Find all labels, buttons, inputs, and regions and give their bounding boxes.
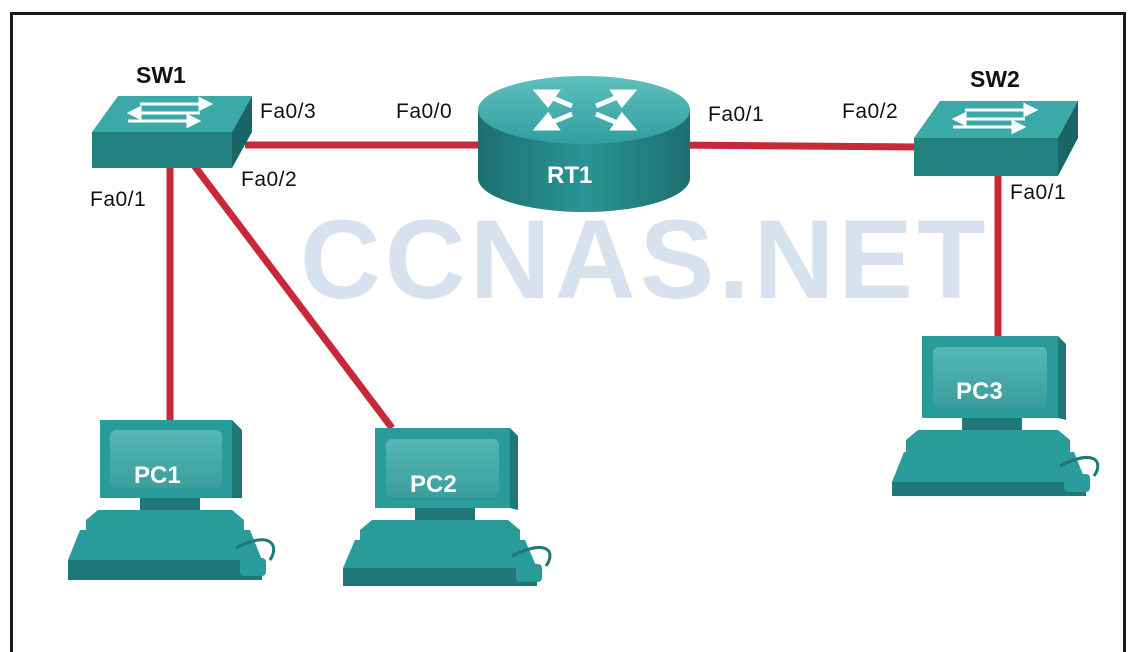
pc1-label: PC1 — [134, 462, 181, 489]
switch-sw1-icon[interactable] — [92, 96, 252, 168]
pc2-icon[interactable] — [343, 428, 552, 586]
pc3-label: PC3 — [956, 378, 1003, 405]
link-rt1-sw2 — [669, 141, 916, 151]
rt1-label: RT1 — [547, 162, 593, 189]
switch-sw2-icon[interactable] — [914, 101, 1078, 176]
watermark-text: CCNAS.NET — [300, 197, 990, 322]
port-label-sw1-fa02: Fa0/2 — [241, 168, 298, 191]
pc1-icon[interactable] — [68, 420, 276, 580]
port-label-rt1-fa01: Fa0/1 — [708, 103, 765, 126]
network-topology-diagram: CCNAS.NET — [10, 12, 1126, 652]
port-label-sw2-fa02: Fa0/2 — [842, 100, 899, 123]
port-label-sw2-fa01: Fa0/1 — [1010, 181, 1067, 204]
sw1-label: SW1 — [136, 62, 186, 88]
links — [166, 141, 1002, 431]
diagram-frame — [10, 12, 1126, 652]
port-label-sw1-fa01: Fa0/1 — [90, 188, 147, 211]
topology-svg — [68, 76, 1100, 586]
router-rt1-icon[interactable] — [478, 76, 690, 212]
pc2-label: PC2 — [410, 471, 457, 498]
sw2-label: SW2 — [970, 66, 1020, 92]
pc3-icon[interactable] — [892, 336, 1100, 496]
port-label-rt1-fa00: Fa0/0 — [396, 100, 453, 123]
link-sw1-pc2 — [187, 157, 395, 431]
port-label-sw1-fa03: Fa0/3 — [260, 100, 317, 123]
